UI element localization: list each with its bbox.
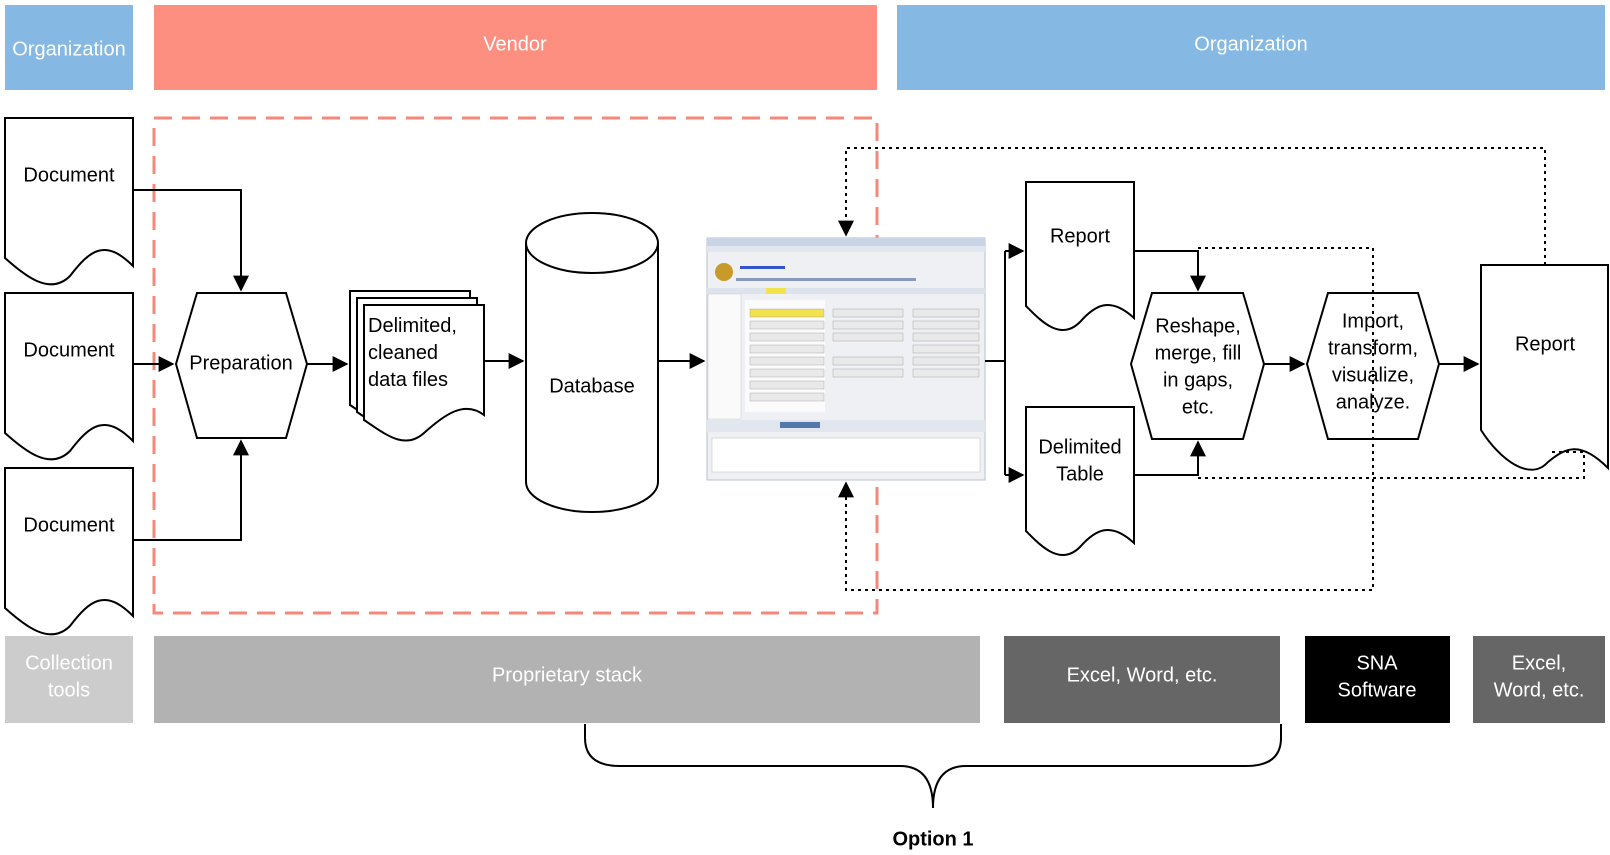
preparation-hexagon: Preparation (174, 292, 309, 439)
document-shape-2: Document (4, 292, 134, 461)
report-shape-2: Report (1480, 264, 1609, 471)
delimited-files-label-line: cleaned (368, 342, 438, 364)
delimited-files-stack: Delimited, cleaned data files (349, 290, 485, 442)
band-sna-software: SNA Software (1305, 636, 1450, 723)
report-shape-1: Report (1025, 181, 1135, 331)
document-shape-1: Document (4, 117, 134, 286)
database-label: Database (549, 375, 635, 397)
reshape-hexagon: Reshape, merge, fill in gaps, etc. (1129, 292, 1266, 440)
application-screenshot-icon (706, 237, 986, 481)
band-label: Organization (1194, 33, 1307, 55)
band-organization-right: Organization (897, 5, 1605, 90)
reshape-label-line: Reshape, (1155, 315, 1241, 337)
band-organization-left: Organization (5, 5, 133, 90)
delimited-table-label-line: Table (1056, 463, 1104, 485)
dotted-connectors (838, 147, 1585, 591)
band-collection-tools: Collection tools (5, 636, 133, 723)
import-label-line: Import, (1342, 310, 1404, 332)
delimited-files-label-line: data files (368, 369, 448, 391)
document-label: Document (23, 339, 115, 361)
report-label: Report (1515, 333, 1575, 355)
band-excel-word-1: Excel, Word, etc. (1004, 636, 1280, 723)
band-label: Vendor (483, 33, 547, 55)
delimited-table-label-line: Delimited (1038, 436, 1121, 458)
band-label-line: Software (1338, 679, 1417, 701)
band-proprietary-stack: Proprietary stack (154, 636, 980, 723)
vendor-boundary (152, 116, 879, 615)
reshape-label-line: etc. (1182, 396, 1214, 418)
report-label: Report (1050, 225, 1110, 247)
band-excel-word-2: Excel, Word, etc. (1473, 636, 1605, 723)
band-vendor: Vendor (154, 5, 877, 90)
band-label-line: SNA (1356, 652, 1398, 674)
reshape-label-line: in gaps, (1163, 369, 1233, 391)
band-label-line: Collection (25, 652, 113, 674)
option-label: Option 1 (892, 828, 973, 850)
band-label-line: tools (48, 679, 90, 701)
document-label: Document (23, 164, 115, 186)
option-brace (584, 724, 1282, 809)
band-label-line: Excel, (1512, 652, 1566, 674)
solid-connectors (133, 189, 1480, 541)
band-label: Proprietary stack (492, 664, 643, 686)
band-label: Excel, Word, etc. (1067, 664, 1218, 686)
delimited-files-label-line: Delimited, (368, 315, 457, 337)
band-label-line: Word, etc. (1494, 679, 1585, 701)
delimited-table-shape: Delimited Table (1025, 406, 1135, 556)
document-shape-3: Document (4, 467, 134, 636)
reshape-label-line: merge, fill (1155, 342, 1242, 364)
band-label: Organization (12, 38, 125, 60)
document-label: Document (23, 514, 115, 536)
database-cylinder: Database (525, 212, 659, 513)
preparation-label: Preparation (189, 352, 292, 374)
